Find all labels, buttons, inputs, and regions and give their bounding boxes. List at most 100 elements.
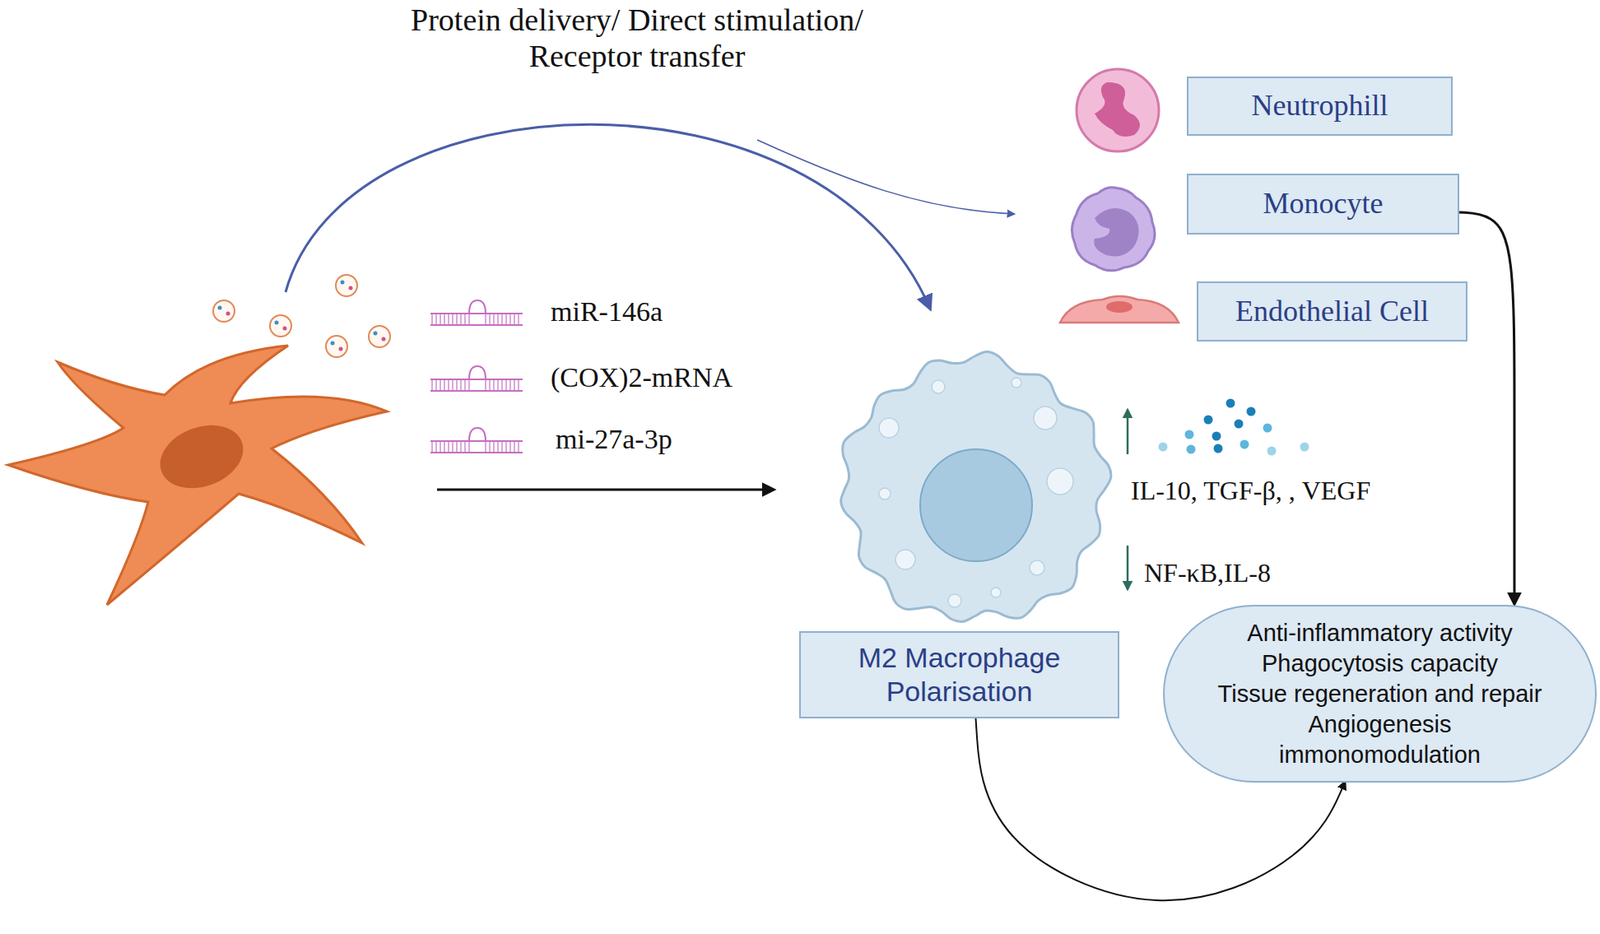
- rna-rung: [443, 441, 445, 453]
- rna-rung: [455, 313, 457, 326]
- rna-rung: [460, 379, 461, 391]
- stem-cell-nucleus: [151, 413, 252, 499]
- vacuole: [1046, 468, 1074, 495]
- vacuole: [990, 587, 1001, 598]
- up-arrow: [1126, 409, 1130, 455]
- rna-rung: [505, 379, 507, 391]
- endothelial-cell: [1060, 296, 1179, 323]
- cell-type-box: Monocyte: [1186, 173, 1460, 235]
- rna-label: mi-27a-3p: [555, 423, 673, 456]
- macrophage-nucleus: [920, 449, 1033, 562]
- exosome-cargo: [226, 311, 231, 317]
- cytokine: [1300, 442, 1310, 452]
- rna-rung: [460, 313, 461, 326]
- exosome-cargo: [373, 331, 378, 336]
- rna-rung: [435, 313, 437, 326]
- node-text: M2 Macrophage Polarisation: [812, 641, 1107, 709]
- rna-rung: [468, 313, 470, 326]
- down-arrow: [1126, 545, 1130, 590]
- exosome: [269, 315, 292, 337]
- exosome-cargo: [274, 320, 280, 326]
- cytokine: [1158, 442, 1168, 452]
- vacuole: [1033, 406, 1057, 430]
- cytokine: [1185, 430, 1195, 440]
- rna-rung: [443, 313, 445, 326]
- rna-rung: [513, 379, 515, 391]
- rna-rung: [439, 441, 441, 453]
- rna-rung: [488, 441, 490, 453]
- cell-type-box: Neutrophill: [1186, 76, 1453, 136]
- rna-rung: [431, 313, 433, 326]
- node-text: Endothelial Cell: [1235, 293, 1429, 330]
- rna-rung: [513, 313, 515, 326]
- endothelial-nucleus: [1106, 301, 1133, 313]
- macrophage: [841, 351, 1112, 622]
- vacuole: [1011, 377, 1022, 388]
- cytokine: [1263, 423, 1273, 433]
- stem-cell: [8, 345, 387, 605]
- rna-rung: [451, 441, 453, 453]
- rna-rung: [509, 379, 511, 391]
- rna-rung: [484, 379, 486, 391]
- rna-rung: [451, 379, 453, 391]
- node-text: Monocyte: [1263, 186, 1384, 222]
- outcome-box: Anti-inflammatory activityPhagocytosis c…: [1162, 604, 1597, 783]
- rna-rung: [435, 379, 437, 391]
- rna-rung: [513, 441, 515, 453]
- delivery-branch: [757, 139, 1014, 214]
- rna-rung: [509, 441, 511, 453]
- exosome: [213, 300, 235, 322]
- rna-rung: [484, 441, 486, 453]
- rna-rung: [497, 313, 498, 326]
- rna-rung: [439, 313, 441, 326]
- rna-rung: [447, 313, 449, 326]
- rna-rung: [493, 313, 494, 326]
- cytokine: [1186, 445, 1196, 455]
- rna-rung: [505, 441, 507, 453]
- rna-rung: [488, 379, 490, 391]
- rna-rung: [505, 313, 507, 326]
- vacuole: [931, 380, 945, 394]
- rna-loop: [469, 427, 486, 442]
- exosome-cargo: [283, 326, 288, 331]
- rna-rung: [501, 313, 503, 326]
- exosome-cargo: [339, 347, 344, 352]
- rna-rung: [431, 379, 433, 391]
- cytokine: [1226, 399, 1236, 409]
- rna-rung: [435, 441, 437, 453]
- process-box: M2 Macrophage Polarisation: [799, 631, 1120, 719]
- rna-rung: [468, 379, 470, 391]
- rna-rung: [464, 379, 466, 391]
- exosome-cargo: [348, 286, 354, 291]
- exosome-cargo: [330, 341, 335, 346]
- monocyte-cell: [1071, 187, 1155, 271]
- rna-rung: [501, 379, 503, 391]
- exosome: [368, 325, 391, 348]
- macrophage-vacuoles: [879, 377, 1074, 608]
- node-text: Anti-inflammatory activity: [1246, 618, 1512, 649]
- node-text: Neutrophill: [1251, 88, 1389, 124]
- rna-rung: [493, 379, 494, 391]
- vacuole: [879, 488, 891, 500]
- rna-rung: [497, 379, 498, 391]
- exosome: [325, 335, 348, 358]
- neutrophil-cell: [1076, 69, 1159, 152]
- rna-rung: [468, 441, 470, 453]
- rna-label: (COX)2-mRNA: [550, 362, 733, 394]
- rna-rung: [517, 441, 519, 453]
- vacuole: [879, 418, 899, 438]
- cytokine: [1204, 415, 1214, 425]
- rna-rung: [509, 313, 511, 326]
- cytokine-label: IL-10, TGF-β, , VEGF: [1130, 475, 1371, 507]
- cytokine-dots: [1158, 399, 1310, 456]
- rna-rung: [464, 441, 466, 453]
- rna-rung: [447, 379, 449, 391]
- rna-rung: [447, 441, 449, 453]
- node-text: Phagocytosis capacity: [1261, 648, 1498, 680]
- cell-type-box: Endothelial Cell: [1196, 281, 1468, 342]
- cytokine: [1213, 444, 1224, 454]
- rna-rung: [451, 313, 453, 326]
- rna-rung: [431, 441, 433, 453]
